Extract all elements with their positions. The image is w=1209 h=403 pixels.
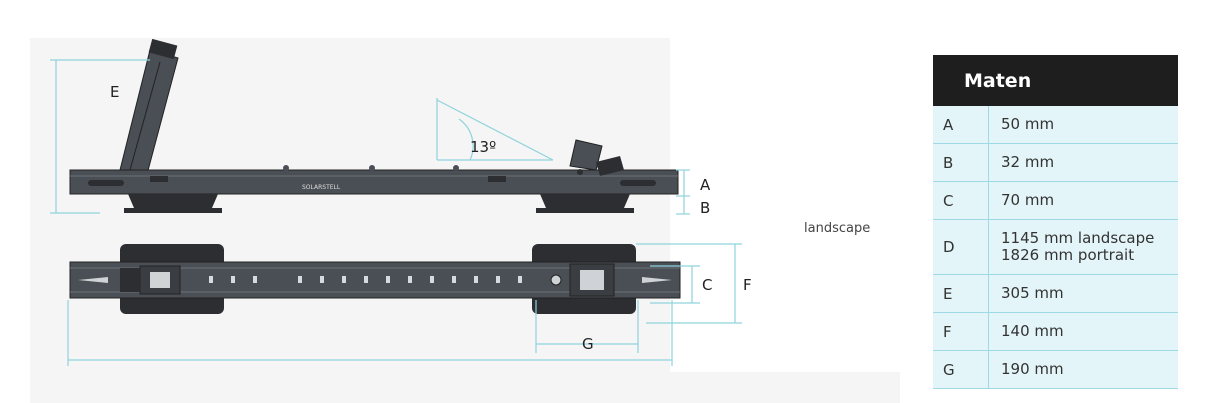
row-value: 1145 mm landscape 1826 mm portrait bbox=[988, 219, 1178, 275]
row-value-line2: 1826 mm portrait bbox=[1001, 246, 1135, 264]
row-value: 70 mm bbox=[988, 181, 1178, 220]
label-e: E bbox=[110, 83, 119, 101]
left-top-clamp bbox=[120, 265, 181, 295]
dimension-f: F bbox=[636, 243, 752, 324]
table-title: Maten bbox=[933, 55, 1178, 106]
top-view: C F G bbox=[67, 243, 752, 366]
label-a: A bbox=[700, 176, 711, 194]
row-value: 32 mm bbox=[988, 143, 1178, 182]
drawing-background-strip bbox=[30, 372, 900, 403]
row-value-line1: 1145 mm landscape bbox=[1001, 229, 1155, 247]
dimension-a-b: A B bbox=[676, 169, 711, 217]
row-key: A bbox=[933, 106, 989, 144]
table-row: E 305 mm bbox=[933, 274, 1178, 313]
dimension-c: C bbox=[650, 265, 712, 304]
table-row: F 140 mm bbox=[933, 312, 1178, 351]
dimension-g: G bbox=[535, 300, 639, 353]
table-row: A 50 mm bbox=[933, 106, 1178, 144]
row-key: G bbox=[933, 350, 989, 389]
side-rail bbox=[69, 169, 679, 195]
dimensions-table: Maten A 50 mm B 32 mm C 70 mm D 1145 mm … bbox=[933, 55, 1178, 389]
angle-label: 13º bbox=[470, 138, 496, 156]
row-value: 190 mm bbox=[988, 350, 1178, 389]
table-row: D 1145 mm landscape 1826 mm portrait bbox=[933, 219, 1178, 275]
angle-indicator: 13º bbox=[436, 98, 554, 161]
label-f: F bbox=[743, 276, 752, 294]
label-b: B bbox=[700, 199, 710, 217]
row-value: 140 mm bbox=[988, 312, 1178, 351]
dimension-e: E bbox=[50, 59, 150, 214]
rail-slots bbox=[209, 276, 522, 283]
label-c: C bbox=[702, 276, 712, 294]
side-view: SOLARSTELL 13º E bbox=[50, 38, 711, 217]
row-key: E bbox=[933, 274, 989, 313]
brand-label: SOLARSTELL bbox=[302, 184, 341, 191]
dimension-d bbox=[67, 300, 673, 366]
row-value: 305 mm bbox=[988, 274, 1178, 313]
mount-diagram: SOLARSTELL 13º E bbox=[50, 38, 752, 366]
right-clamp bbox=[569, 139, 624, 176]
right-feet bbox=[536, 194, 634, 213]
row-key: D bbox=[933, 219, 989, 275]
right-top-clamp bbox=[550, 263, 615, 297]
row-value: 50 mm bbox=[988, 106, 1178, 144]
row-key: C bbox=[933, 181, 989, 220]
label-g: G bbox=[582, 335, 594, 353]
row-key: F bbox=[933, 312, 989, 351]
table-row: G 190 mm bbox=[933, 350, 1178, 389]
landscape-note: landscape bbox=[804, 221, 871, 236]
tilt-arm bbox=[119, 38, 179, 185]
left-feet bbox=[124, 194, 222, 213]
table-row: B 32 mm bbox=[933, 143, 1178, 182]
table-row: C 70 mm bbox=[933, 181, 1178, 220]
drawing-background bbox=[30, 38, 670, 403]
row-key: B bbox=[933, 143, 989, 182]
